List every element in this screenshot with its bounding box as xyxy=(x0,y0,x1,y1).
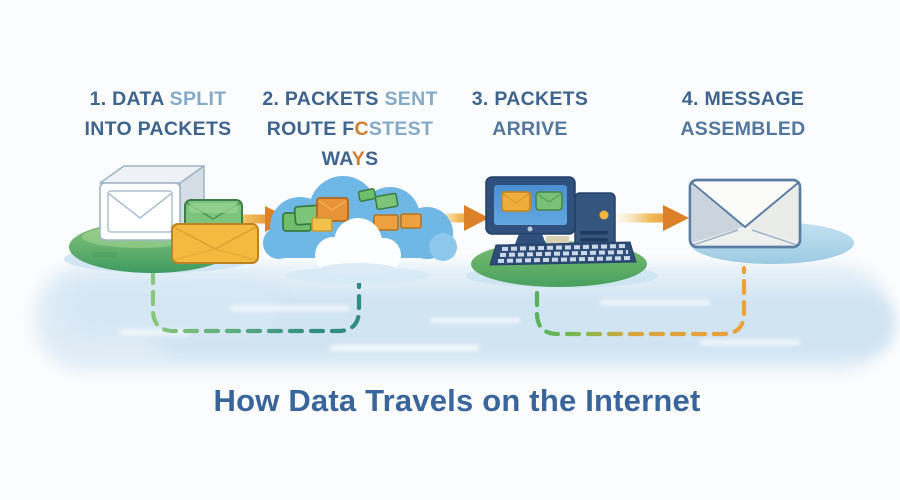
step-label-line: 4. MESSAGE xyxy=(681,88,805,110)
orange-packet xyxy=(171,223,259,264)
water-streak xyxy=(600,300,710,305)
water-streak xyxy=(230,306,350,311)
water-streak xyxy=(700,340,800,345)
step-4-label: 4. MESSAGE ASSEMBLED xyxy=(655,84,831,144)
cloud-with-packets-icon xyxy=(263,176,457,283)
diagram-title: How Data Travels on the Internet xyxy=(213,383,701,418)
step-label-line: ARRIVE xyxy=(492,118,568,140)
assembled-envelope xyxy=(688,178,802,249)
power-light xyxy=(599,210,609,220)
mailbox-with-packets-icon xyxy=(64,165,259,273)
step-label-line: 3. PACKETS xyxy=(471,88,589,110)
screen-packet-green xyxy=(535,191,563,211)
desktop-computer-icon xyxy=(466,176,658,288)
step-2-label: 2. PACKETS SENT ROUTE FCSTEST WAYS xyxy=(255,84,445,174)
step-label-line: 2. PACKETS SENT xyxy=(262,88,438,110)
keyboard xyxy=(489,241,637,266)
screen-packet-orange xyxy=(501,191,531,212)
step-label-line: 1. DATA SPLIT xyxy=(89,88,227,110)
envelope-icon xyxy=(688,178,854,264)
step-label-line: WAYS xyxy=(321,148,379,170)
step-1-label: 1. DATA SPLIT INTO PACKETS xyxy=(60,84,256,144)
routed-packets xyxy=(282,188,422,232)
dashed-connector-3-to-4 xyxy=(534,265,747,337)
water-streak xyxy=(330,345,480,351)
monitor xyxy=(485,176,576,249)
step-label-line: ASSEMBLED xyxy=(680,118,806,140)
step-3-label: 3. PACKETS ARRIVE xyxy=(445,84,615,144)
dashed-connector-1-to-2 xyxy=(150,268,362,334)
water-streak xyxy=(120,330,190,335)
flow-arrow-3 xyxy=(613,205,689,231)
step-label-line: INTO PACKETS xyxy=(84,118,232,140)
white-cloud xyxy=(315,218,401,275)
water-streak xyxy=(430,318,520,323)
step-label-line: ROUTE FCSTEST xyxy=(266,118,434,140)
